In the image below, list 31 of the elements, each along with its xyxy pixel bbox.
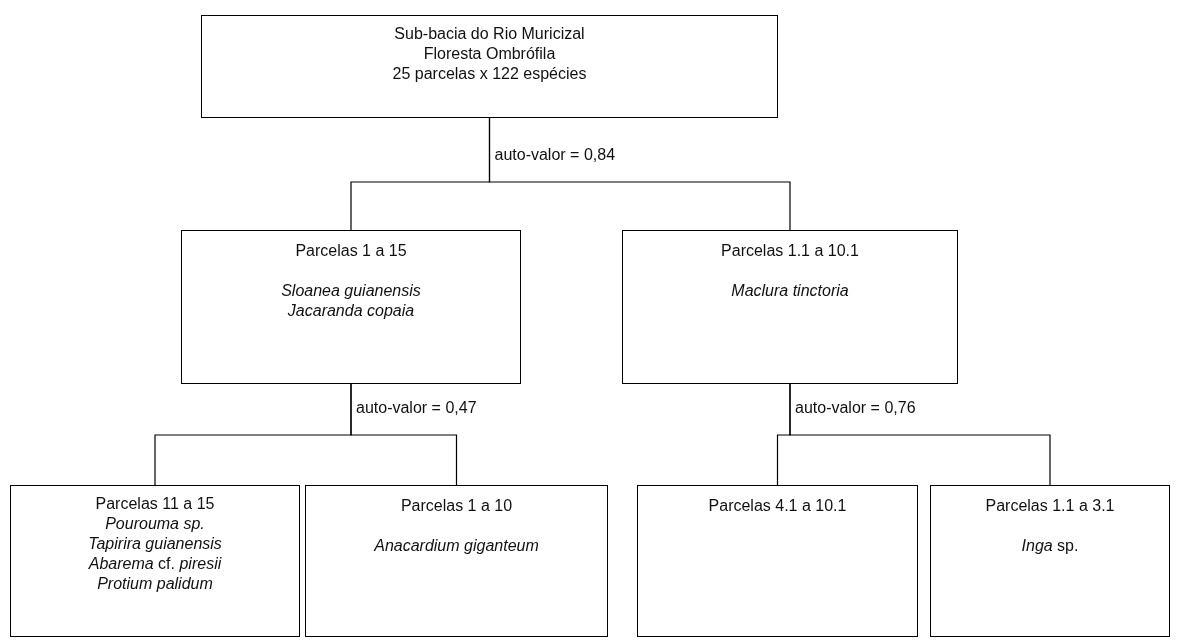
box-heading: 25 parcelas x 122 espécies (392, 64, 587, 84)
species-name: Anacardium giganteum (374, 536, 539, 556)
box-heading: Floresta Ombrófila (423, 44, 556, 64)
process-box (930, 485, 1170, 637)
species-name: Maclura tinctoria (731, 281, 849, 301)
species-name: Sloanea guianensis (281, 281, 421, 301)
box-heading: Parcelas 4.1 a 10.1 (708, 496, 847, 516)
species-name: Tapirira guianensis (88, 534, 222, 554)
edge-label: auto-valor = 0,47 (354, 398, 479, 418)
box-heading: Parcelas 1.1 a 3.1 (985, 496, 1115, 516)
process-box (10, 485, 300, 637)
species-name: Abarema cf. piresii (88, 554, 222, 574)
box-heading: Parcelas 1 a 15 (295, 241, 407, 261)
process-box (305, 485, 608, 637)
box-heading: Sub-bacia do Rio Muricizal (394, 24, 585, 44)
box-heading: Parcelas 1.1 a 10.1 (721, 241, 859, 261)
species-name: Pourouma sp. (105, 514, 205, 534)
connector-line (350, 383, 458, 486)
process-box (201, 15, 778, 118)
box-heading: Parcelas 11 a 15 (95, 494, 215, 514)
connector-line (789, 383, 1051, 486)
process-box (181, 230, 521, 384)
edge-label: auto-valor = 0,76 (793, 398, 918, 418)
species-name: Protium palidum (97, 574, 213, 594)
species-name: Inga sp. (1021, 536, 1079, 556)
box-heading: Parcelas 1 a 10 (400, 496, 513, 516)
process-box (637, 485, 918, 637)
edge-label: auto-valor = 0,84 (492, 145, 618, 165)
species-name: Jacaranda copaia (287, 301, 415, 321)
process-box (622, 230, 958, 384)
connector-line (488, 117, 791, 231)
